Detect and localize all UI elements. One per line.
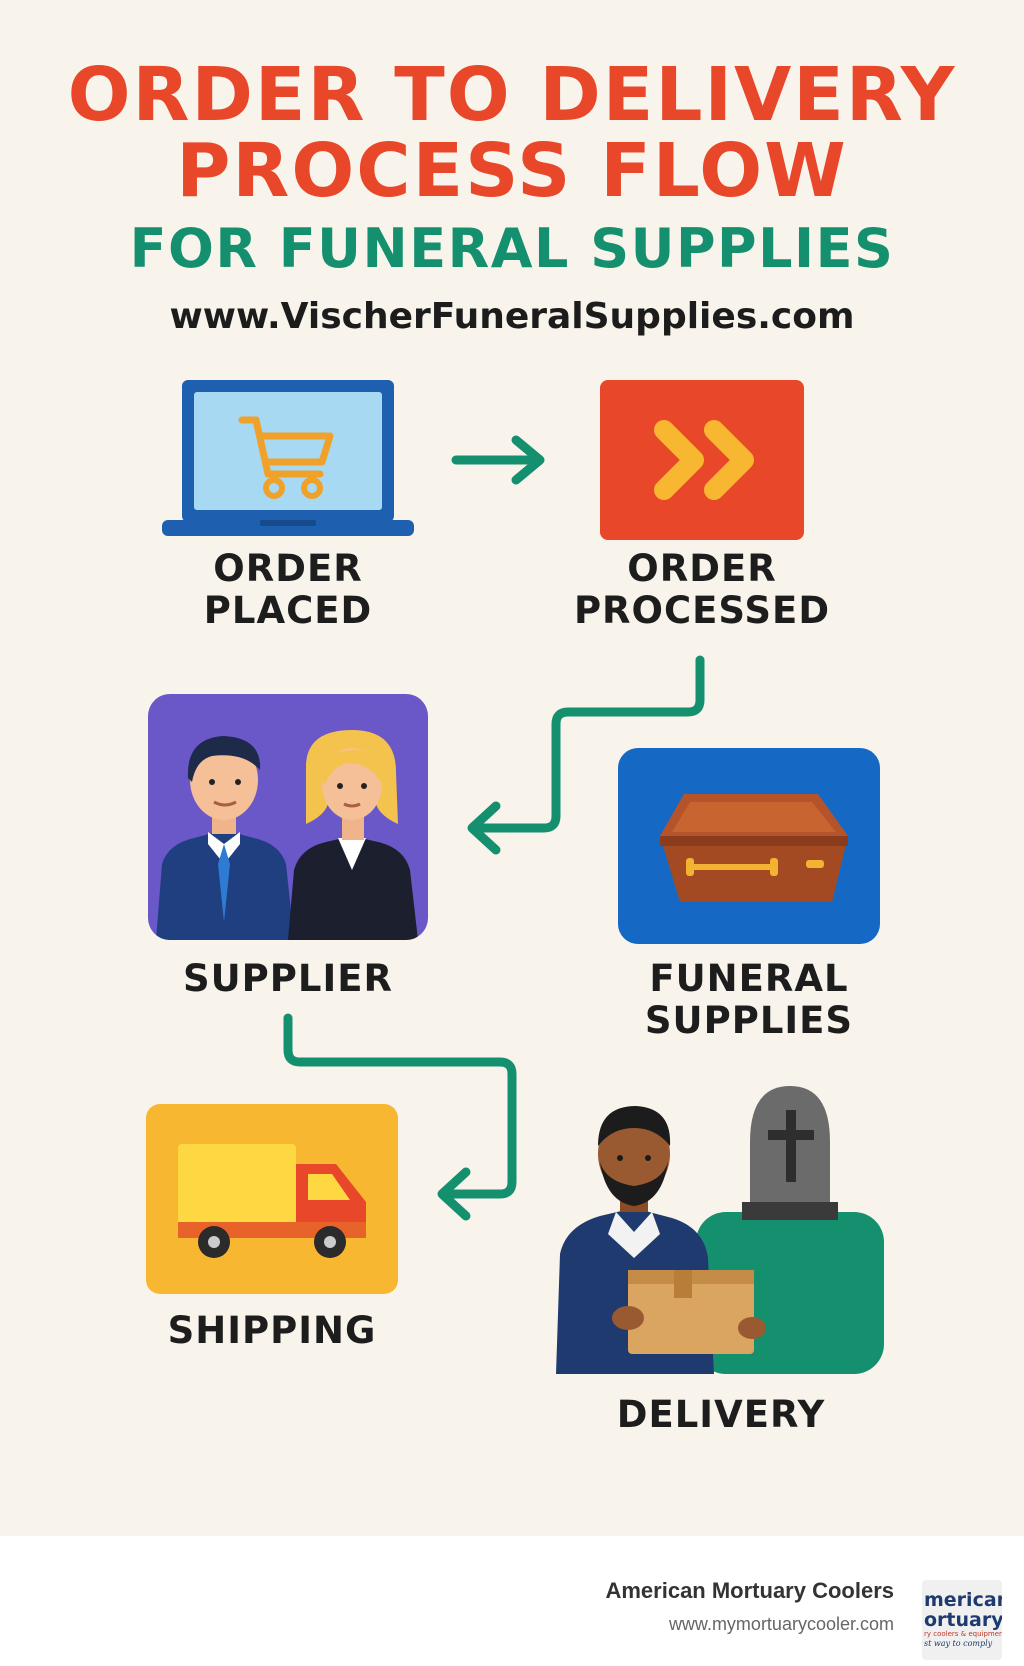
step-label-supplier: SUPPLIER xyxy=(182,957,394,1000)
step-label-shipping: SHIPPING xyxy=(167,1309,377,1352)
title-line-2: PROCESS FLOW xyxy=(176,128,848,214)
footer-url[interactable]: www.mymortuarycooler.com xyxy=(668,1614,894,1634)
title-line-1: ORDER TO DELIVERY xyxy=(67,52,957,138)
company-logo-icon: merican ortuary ry coolers & equipment s… xyxy=(922,1580,1002,1660)
fast-forward-icon xyxy=(600,380,804,540)
logo-text-3: ry coolers & equipment xyxy=(924,1630,1002,1638)
website-url[interactable]: www.VischerFuneralSupplies.com xyxy=(169,296,855,337)
footer-logo: merican ortuary ry coolers & equipment s… xyxy=(922,1580,1002,1660)
arrow-placed-to-processed xyxy=(451,435,545,485)
supplier-people-icon xyxy=(148,694,428,940)
laptop-cart-icon xyxy=(162,380,414,536)
flow-connectors xyxy=(283,435,705,1221)
logo-text-1: merican xyxy=(924,1589,1002,1611)
arrow-processed-to-supplier xyxy=(467,655,705,855)
arrow-supplier-to-shipping xyxy=(283,1013,517,1221)
step-label-delivery: DELIVERY xyxy=(616,1393,826,1436)
footer-company-name: American Mortuary Coolers xyxy=(605,1578,894,1603)
delivery-person-icon xyxy=(556,1086,884,1374)
casket-icon xyxy=(618,748,880,944)
subtitle: FOR FUNERAL SUPPLIES xyxy=(129,217,895,280)
logo-text-4: st way to comply xyxy=(924,1639,993,1648)
step-label-funeral-supplies: FUNERAL SUPPLIES xyxy=(644,957,854,1042)
step-label-order-placed: ORDER PLACED xyxy=(203,547,373,632)
footer: American Mortuary Coolers www.mymortuary… xyxy=(0,1536,1024,1666)
truck-icon xyxy=(146,1104,398,1294)
step-label-order-processed: ORDER PROCESSED xyxy=(573,547,831,632)
logo-text-2: ortuary xyxy=(924,1609,1002,1631)
